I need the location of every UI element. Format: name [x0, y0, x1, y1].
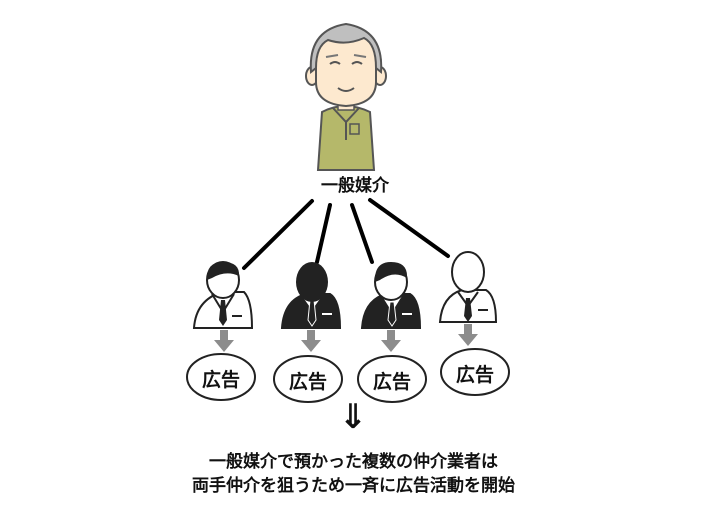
implies-arrow-icon: ⇓ — [338, 397, 368, 437]
agent-3-figure — [360, 262, 422, 329]
ad-ellipse-2 — [273, 355, 343, 403]
caption-line-2: 両手仲介を狙うため一斉に広告活動を開始 — [192, 476, 515, 496]
agent-4-figure — [438, 251, 498, 323]
connector-4 — [368, 198, 450, 258]
caption-line-1: 一般媒介で預かった複数の仲介業者は — [209, 452, 498, 472]
down-arrows — [214, 324, 478, 352]
connector-lines — [242, 198, 450, 270]
ad-label-1: 広告 — [201, 369, 240, 391]
down-arrow-3-icon — [381, 330, 401, 352]
down-arrow-1-icon — [214, 330, 234, 352]
owner-hair — [309, 22, 383, 74]
ad-ellipse-1 — [186, 353, 256, 401]
ad-ellipses — [186, 348, 510, 403]
owner-figure — [305, 22, 387, 171]
owner-pocket — [349, 123, 360, 135]
ad-label-2: 広告 — [288, 371, 327, 393]
owner-label: 一般媒介 — [321, 176, 389, 196]
ad-label-4: 広告 — [455, 364, 494, 386]
connector-3 — [350, 203, 374, 264]
ad-ellipse-3 — [357, 355, 427, 403]
agent-1-figure — [192, 261, 254, 329]
down-arrow-2-icon — [301, 330, 321, 352]
ad-label-3: 広告 — [372, 371, 411, 393]
agent-2-figure — [280, 262, 342, 329]
down-arrow-4-icon — [458, 324, 478, 346]
ad-ellipse-4 — [440, 348, 510, 396]
connector-1 — [242, 199, 314, 270]
connector-2 — [315, 203, 332, 264]
